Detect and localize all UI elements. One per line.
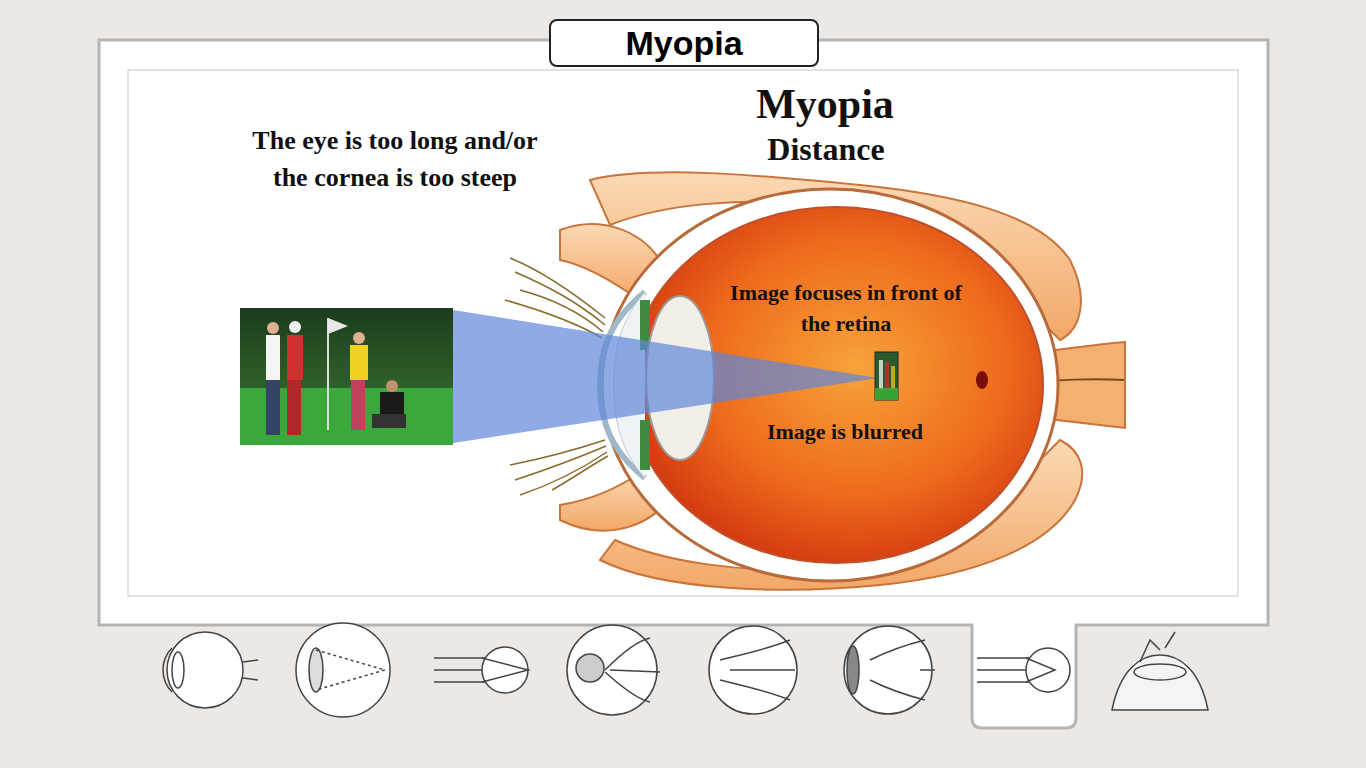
thumb-ray-diagram-selected [977, 648, 1070, 692]
figure-subtitle: Distance [676, 130, 976, 168]
figure-title: Myopia [645, 80, 1005, 128]
iris [640, 420, 650, 470]
thumbnails [163, 623, 1208, 717]
thumb-eye-anatomy [163, 632, 258, 708]
thumb-eye-cross-section [844, 626, 935, 714]
blurred-image [875, 352, 898, 400]
header-tab: Myopia [549, 19, 819, 67]
blur-note: Image is blurred [710, 416, 980, 447]
thumb-ray-diagram [434, 647, 528, 693]
slide-title: Myopia [625, 24, 742, 63]
thumb-eye-focus [296, 623, 390, 717]
focus-note: Image focuses in front of the retina [721, 277, 971, 339]
inner-panel [128, 70, 1238, 596]
fovea [976, 371, 988, 389]
thumb-lasik [1112, 632, 1208, 710]
frame [99, 40, 1268, 728]
thumb-fundus [709, 626, 797, 714]
thumb-retina-vessels [567, 625, 660, 715]
golf-photo [240, 308, 453, 445]
cause-note: The eye is too long and/or the cornea is… [245, 122, 545, 196]
